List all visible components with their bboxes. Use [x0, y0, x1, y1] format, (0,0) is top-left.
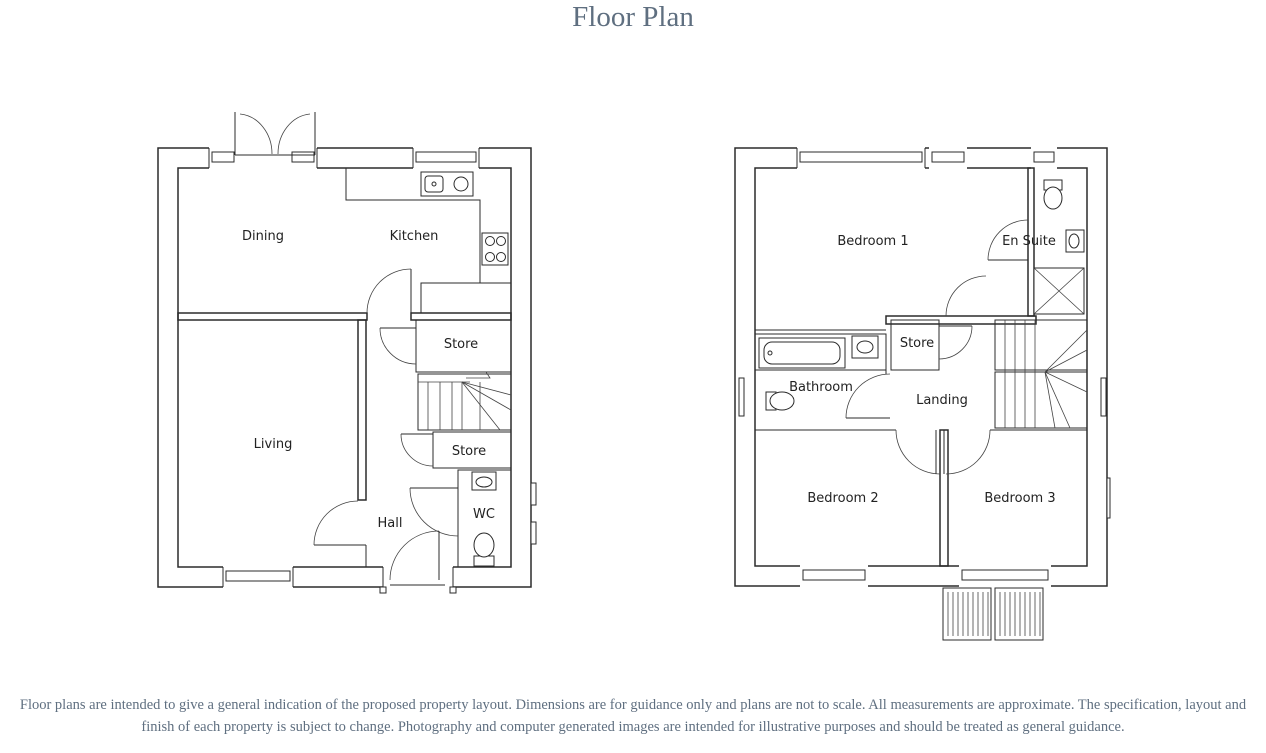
- window: [961, 569, 1049, 581]
- window: [931, 151, 965, 163]
- room-label-hall: Hall: [378, 516, 403, 531]
- store-lower: [432, 431, 512, 469]
- shower-icon: [1033, 267, 1085, 315]
- toilet-icon: [473, 532, 495, 567]
- toilet-icon: [765, 391, 795, 411]
- door-post: [379, 586, 387, 594]
- interior-wall: [357, 319, 367, 501]
- window: [738, 377, 745, 417]
- ground-inner-wall: [177, 167, 512, 568]
- room-label-en-suite: En Suite: [1002, 234, 1056, 249]
- window: [1100, 377, 1107, 417]
- interior-wall: [410, 312, 512, 321]
- interior-wall: [177, 312, 368, 321]
- sink-icon: [420, 171, 474, 197]
- bath-icon: [758, 337, 846, 369]
- staircase: [994, 319, 1088, 429]
- room-label-bathroom: Bathroom: [789, 380, 853, 395]
- room-label-landing: Landing: [916, 393, 968, 408]
- french-doors: [234, 112, 316, 156]
- ground-floor-plan: Dining Kitchen Living Store Store Hall W…: [157, 112, 537, 594]
- room-label-bedroom-2: Bedroom 2: [807, 491, 878, 506]
- window: [1106, 477, 1111, 519]
- room-label-bedroom-3: Bedroom 3: [984, 491, 1055, 506]
- window: [799, 151, 923, 163]
- store: [890, 319, 940, 371]
- bathroom-wall: [754, 333, 887, 371]
- basin-icon: [1065, 229, 1085, 253]
- window: [802, 569, 866, 581]
- disclaimer-line-2: finish of each property is subject to ch…: [141, 719, 1125, 735]
- wc-room: [457, 469, 512, 568]
- room-label-wc: WC: [473, 507, 495, 522]
- window: [530, 521, 537, 545]
- toilet-icon: [1043, 179, 1063, 210]
- ground-outer-wall: [157, 147, 532, 588]
- disclaimer: Floor plans are intended to give a gener…: [0, 694, 1266, 738]
- porch-canopy: [942, 587, 1044, 641]
- store-upper: [415, 319, 512, 373]
- basin-icon: [851, 335, 879, 359]
- room-label-store-lower: Store: [452, 444, 486, 459]
- kitchen-worktop: [345, 168, 481, 313]
- window: [1033, 151, 1055, 163]
- hob-icon: [481, 232, 509, 266]
- disclaimer-line-1: Floor plans are intended to give a gener…: [19, 697, 1247, 713]
- window: [225, 570, 291, 582]
- room-label-dining: Dining: [242, 229, 284, 244]
- door-post: [449, 586, 457, 594]
- room-label-kitchen: Kitchen: [390, 229, 439, 244]
- window: [415, 151, 477, 163]
- room-label-store: Store: [900, 336, 934, 351]
- basin-icon: [471, 471, 497, 491]
- room-label-store-upper: Store: [444, 337, 478, 352]
- first-floor-plan: Bedroom 1 En Suite Store Bathroom Landin…: [734, 146, 1111, 641]
- room-label-living: Living: [254, 437, 293, 452]
- window: [211, 151, 235, 163]
- page-title: Floor Plan: [572, 1, 694, 33]
- window: [291, 151, 315, 163]
- staircase: [417, 371, 512, 431]
- window: [530, 482, 537, 506]
- room-label-bedroom-1: Bedroom 1: [837, 234, 908, 249]
